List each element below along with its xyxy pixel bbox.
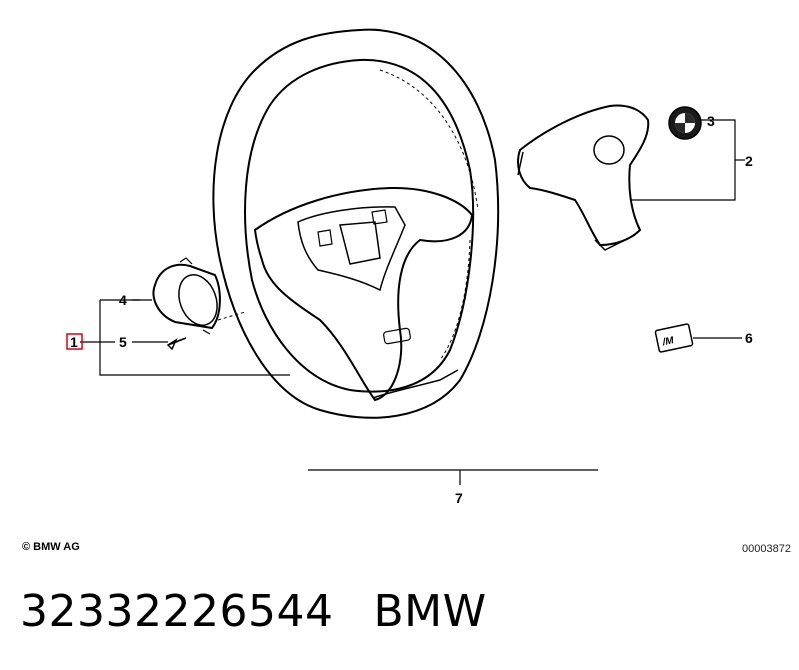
copyright-notice: © BMW AG xyxy=(22,541,80,553)
diagram-number: 00003872 xyxy=(742,543,791,555)
steering-wheel[interactable] xyxy=(212,28,500,419)
callout-6[interactable]: 6 xyxy=(745,330,753,346)
leader-lines xyxy=(80,119,745,485)
m-emblem-badge[interactable]: /M xyxy=(654,323,694,353)
callout-7[interactable]: 7 xyxy=(455,490,463,506)
callout-1[interactable]: 1 xyxy=(70,334,78,350)
callout-5[interactable]: 5 xyxy=(119,334,127,350)
callout-3[interactable]: 3 xyxy=(707,113,715,129)
part-number: 32332226544 xyxy=(20,586,334,637)
bmw-roundel-badge[interactable] xyxy=(668,106,702,140)
callout-2[interactable]: 2 xyxy=(745,153,753,169)
adapter-ring[interactable] xyxy=(152,257,224,335)
brand-name: BMW xyxy=(373,586,487,637)
part-caption: 32332226544 BMW xyxy=(20,586,527,637)
svg-text:/M: /M xyxy=(661,335,676,348)
screw[interactable] xyxy=(166,337,187,351)
callout-1-highlight xyxy=(66,333,83,350)
callout-4[interactable]: 4 xyxy=(119,292,127,308)
horn-pad-cover[interactable] xyxy=(517,104,650,251)
